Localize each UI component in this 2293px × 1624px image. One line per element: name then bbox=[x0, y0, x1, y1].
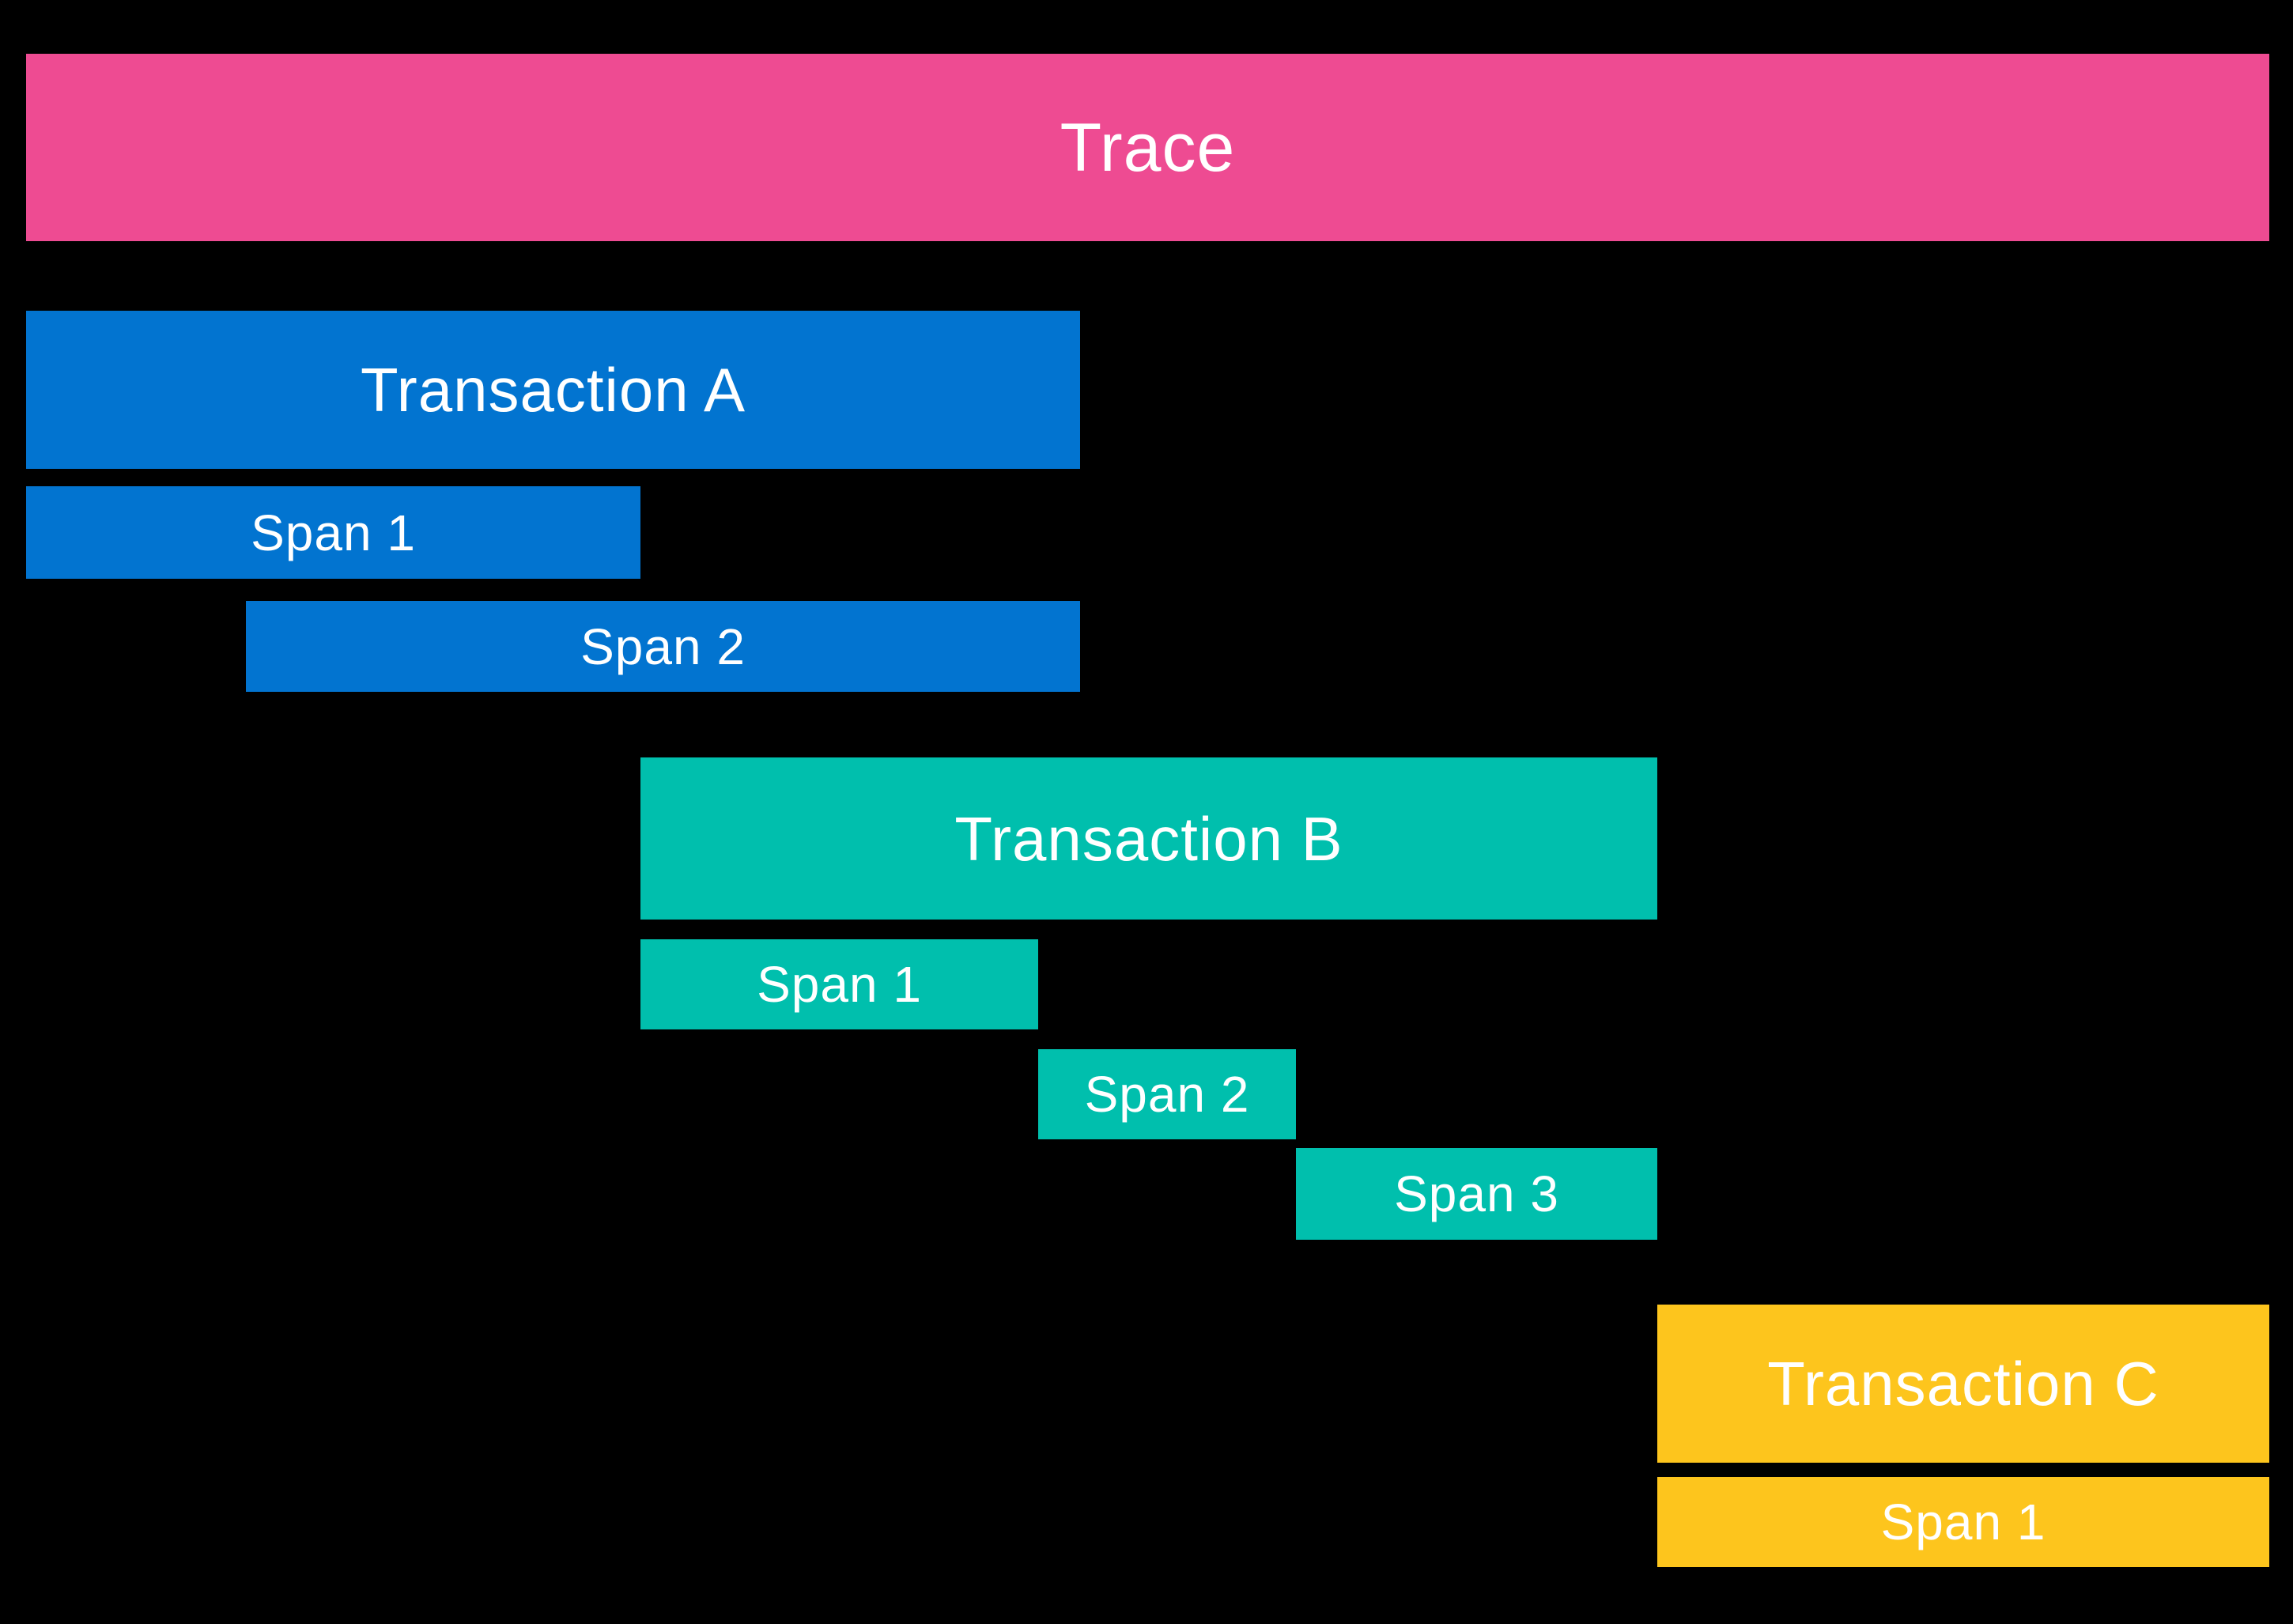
transaction-b-span-2-label: Span 2 bbox=[1084, 1066, 1250, 1123]
transaction-c-label: Transaction C bbox=[1767, 1349, 2159, 1418]
transaction-a-span-1-label: Span 1 bbox=[251, 504, 416, 561]
trace-label: Trace bbox=[1060, 109, 1236, 186]
transaction-c-bar: Transaction C bbox=[1657, 1305, 2269, 1463]
transaction-a-span-1-bar: Span 1 bbox=[26, 486, 640, 579]
transaction-a-label: Transaction A bbox=[360, 355, 746, 425]
transaction-a-bar: Transaction A bbox=[26, 311, 1080, 469]
transaction-b-span-3-label: Span 3 bbox=[1394, 1165, 1559, 1222]
transaction-c-span-1-label: Span 1 bbox=[1880, 1494, 2046, 1550]
transaction-a-span-2-label: Span 2 bbox=[580, 617, 746, 675]
transaction-b-span-1-bar: Span 1 bbox=[640, 939, 1038, 1029]
transaction-a-span-2-bar: Span 2 bbox=[246, 601, 1080, 692]
transaction-b-label: Transaction B bbox=[954, 803, 1343, 874]
trace-bar: Trace bbox=[26, 54, 2269, 241]
transaction-b-bar: Transaction B bbox=[640, 757, 1657, 920]
transaction-b-span-3-bar: Span 3 bbox=[1296, 1148, 1657, 1240]
transaction-b-span-1-label: Span 1 bbox=[757, 956, 922, 1013]
transaction-b-span-2-bar: Span 2 bbox=[1038, 1049, 1296, 1139]
transaction-c-span-1-bar: Span 1 bbox=[1657, 1477, 2269, 1567]
